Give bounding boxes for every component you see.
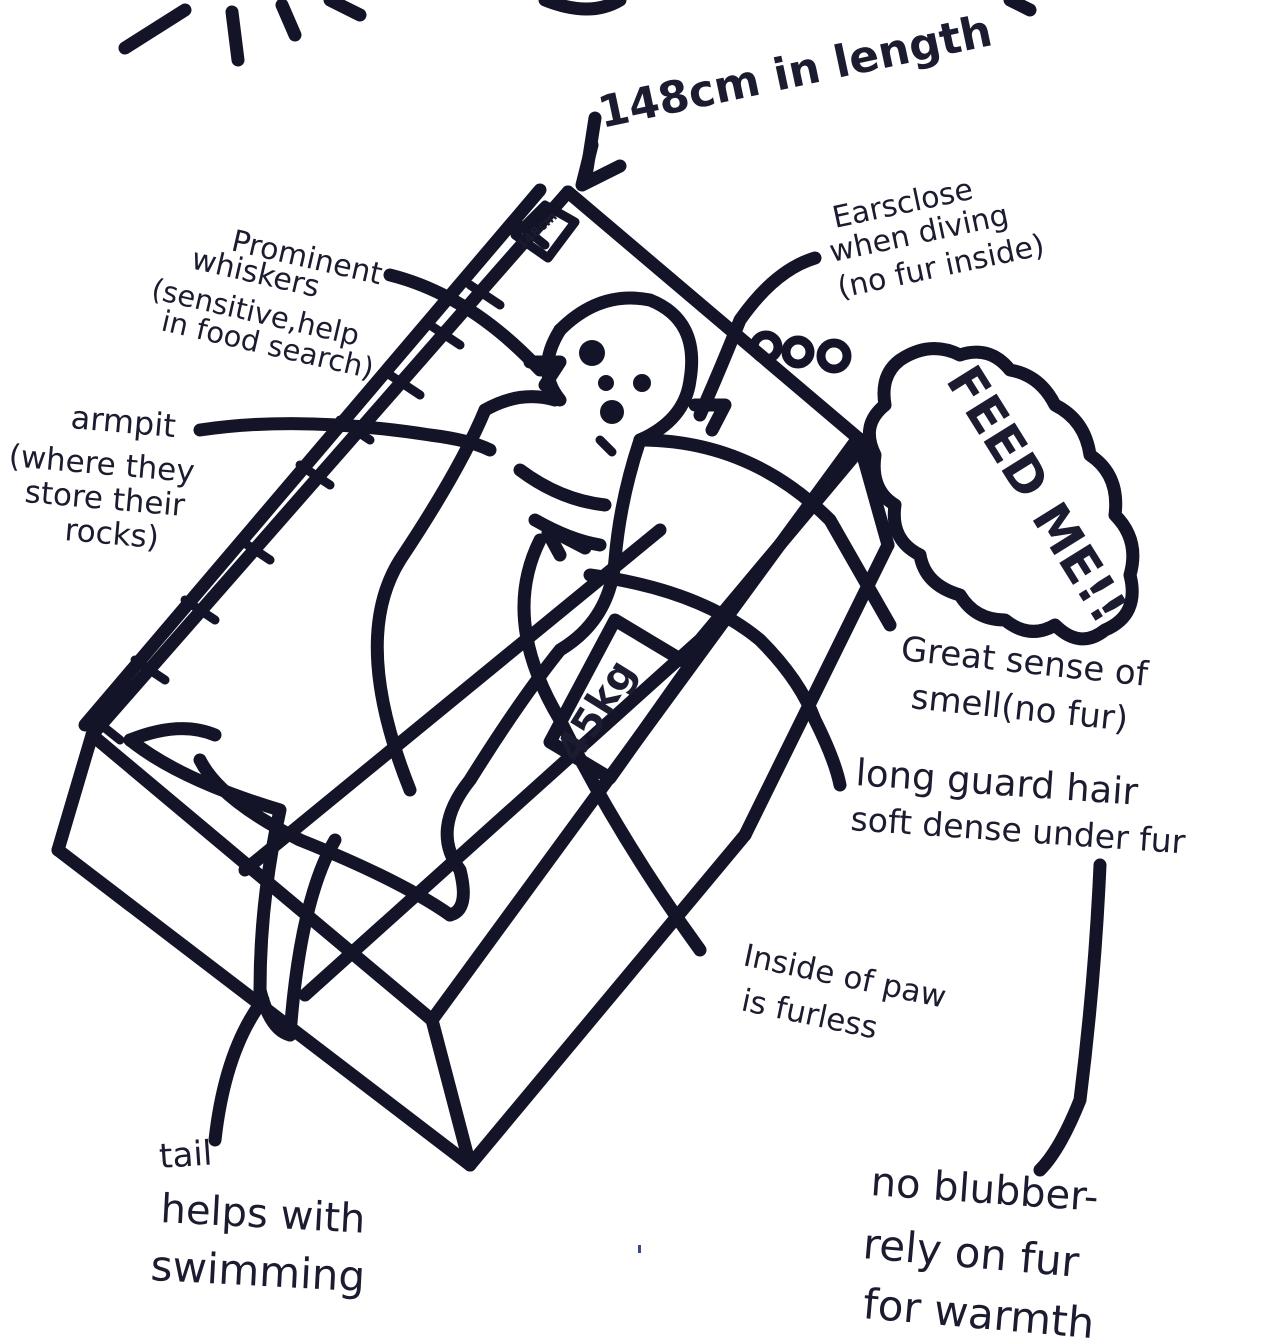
armpit-note: armpit (where they store their rocks): [7, 398, 196, 556]
ears-note: Earsclose when diving (no fur inside): [826, 172, 1047, 306]
tail-line-3: swimming: [149, 1241, 366, 1301]
whiskers-note: Prominent whiskers (sensitive,help in fo…: [148, 224, 385, 386]
tail-note: tail helps with swimming: [149, 1133, 366, 1301]
paw-note: Inside of paw is furless: [738, 938, 949, 1047]
blubber-line-3: for warmth: [861, 1279, 1096, 1344]
armpit-line-1: armpit: [69, 398, 177, 445]
fur-note: long guard hair soft dense under fur: [849, 751, 1187, 861]
length-label: 148cm in length: [594, 6, 997, 139]
blubber-line-1: no blubber-: [869, 1159, 1100, 1221]
armpit-line-4: rocks): [63, 512, 160, 556]
blubber-line-2: rely on fur: [861, 1219, 1082, 1287]
smell-note: Great sense of smell(no fur): [899, 629, 1151, 740]
blubber-note: no blubber- rely on fur for warmth: [861, 1159, 1100, 1344]
tail-line-2: helps with: [159, 1186, 366, 1243]
stray-mark: [638, 1245, 641, 1253]
tail-line-1: tail: [158, 1133, 214, 1177]
